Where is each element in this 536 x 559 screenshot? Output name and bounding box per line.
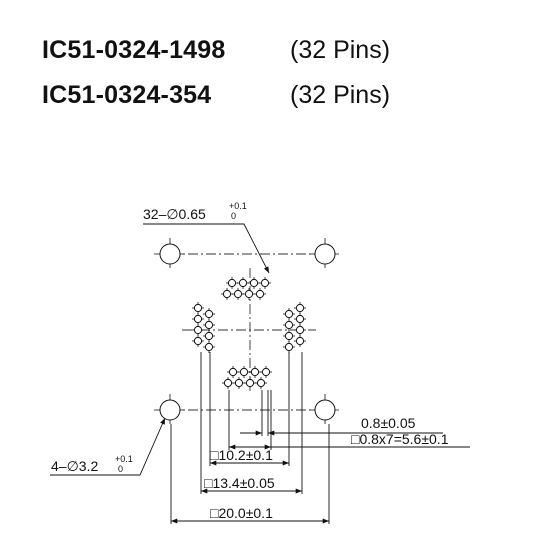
pin-hole-21 (203, 308, 215, 320)
pin-hole-7-circle (244, 289, 254, 299)
mount-hole-3-circle (159, 399, 181, 421)
mount-hole-2-circle (314, 243, 336, 265)
pin-hole-11 (249, 366, 261, 378)
inner-span-label: □10.2±0.1 (210, 447, 273, 463)
pin-hole-4 (259, 277, 271, 289)
pin-hole-24 (203, 341, 215, 353)
pin-hole-6-circle (233, 289, 243, 299)
title-row-2: IC51-0324-354 (32 Pins) (42, 78, 390, 112)
pin-count-2: (32 Pins) (290, 80, 391, 109)
pin-hole-label: 32–∅0.65 (143, 206, 206, 222)
pin-hole-29-circle (284, 309, 294, 319)
mount-span-label: □20.0±0.1 (210, 505, 273, 521)
pin-hole-4-circle (260, 278, 270, 288)
pin-hole-2-circle (238, 278, 248, 288)
mount-hole-tol-upper: +0.1 (115, 454, 133, 464)
pin-hole-30-circle (284, 320, 294, 330)
pin-hole-10-circle (239, 367, 249, 377)
pin-hole-17 (192, 302, 204, 314)
mount-hole-1 (154, 238, 186, 270)
pin-hole-26 (294, 313, 306, 325)
pin-hole-20-circle (193, 336, 203, 346)
pin-hole-23-circle (204, 331, 214, 341)
pin-hole-25-circle (295, 303, 305, 313)
pin-hole-5-circle (222, 289, 232, 299)
mount-holes (154, 238, 341, 426)
pin-hole-20 (192, 335, 204, 347)
pin-hole-31 (283, 330, 295, 342)
part-number-1: IC51-0324-1498 (42, 35, 226, 64)
pin-hole-5 (221, 288, 233, 300)
center-lines (170, 253, 325, 411)
pin-hole-31-circle (284, 331, 294, 341)
mount-hole-3 (154, 394, 186, 426)
pin-hole-32 (283, 341, 295, 353)
pin-hole-12 (260, 366, 272, 378)
outer-span-label: □13.4±0.05 (204, 475, 275, 491)
part-number-2: IC51-0324-354 (42, 80, 212, 109)
pin-hole-24-circle (204, 342, 214, 352)
pin-hole-22 (203, 319, 215, 331)
dimension-lines (50, 223, 470, 524)
pin-hole-23 (203, 330, 215, 342)
mount-hole-1-circle (159, 243, 181, 265)
pin-holes (192, 277, 306, 389)
pin-hole-10 (238, 366, 250, 378)
pin-hole-16 (255, 377, 267, 389)
pin-hole-28 (294, 335, 306, 347)
pin-hole-15 (244, 377, 256, 389)
pin-hole-tol-upper: +0.1 (229, 201, 247, 211)
pin-count-1: (32 Pins) (290, 35, 391, 64)
pin-hole-6 (232, 288, 244, 300)
mount-hole-2 (309, 238, 341, 270)
mount-hole-4-circle (314, 399, 336, 421)
pin-hole-26-circle (295, 314, 305, 324)
pin-hole-18 (192, 313, 204, 325)
dimension-labels: 32–∅0.65 +0.1 0 4–∅3.2 +0.1 0 0.8±0.05 □… (51, 201, 449, 521)
pin-hole-13 (222, 377, 234, 389)
leader-mount-hole (50, 417, 166, 476)
pin-hole-tol-lower: 0 (231, 211, 236, 221)
pin-hole-27-circle (295, 325, 305, 335)
pin-hole-28-circle (295, 336, 305, 346)
pin-hole-21-circle (204, 309, 214, 319)
pin-hole-12-circle (261, 367, 271, 377)
pin-hole-9-circle (228, 367, 238, 377)
pin-hole-32-circle (284, 342, 294, 352)
pin-hole-1-circle (227, 278, 237, 288)
title-row-1: IC51-0324-1498 (32 Pins) (42, 33, 390, 67)
pin-pitch-label: □0.8x7=5.6±0.1 (351, 431, 449, 447)
pin-hole-17-circle (193, 303, 203, 313)
pin-hole-19 (192, 324, 204, 336)
leader-pin-hole (143, 223, 270, 274)
pin-hole-2 (237, 277, 249, 289)
pin-hole-30 (283, 319, 295, 331)
pin-hole-3-circle (249, 278, 259, 288)
pin-hole-16-circle (256, 378, 266, 388)
pin-hole-27 (294, 324, 306, 336)
pin-hole-3 (248, 277, 260, 289)
pin-hole-29 (283, 308, 295, 320)
mount-hole-label: 4–∅3.2 (51, 458, 98, 474)
pin-hole-9 (227, 366, 239, 378)
pin-hole-22-circle (204, 320, 214, 330)
mount-hole-tol-lower: 0 (118, 464, 123, 474)
pin-hole-15-circle (245, 378, 255, 388)
pin-width-label: 0.8±0.05 (361, 415, 416, 431)
pin-hole-14 (233, 377, 245, 389)
pin-hole-7 (243, 288, 255, 300)
pin-hole-14-circle (234, 378, 244, 388)
pin-hole-25 (294, 302, 306, 314)
pin-hole-19-circle (193, 325, 203, 335)
pin-hole-1 (226, 277, 238, 289)
pin-hole-11-circle (250, 367, 260, 377)
pin-hole-8 (254, 288, 266, 300)
pin-hole-8-circle (255, 289, 265, 299)
pin-hole-18-circle (193, 314, 203, 324)
pin-hole-13-circle (223, 378, 233, 388)
mount-hole-4 (309, 394, 341, 426)
